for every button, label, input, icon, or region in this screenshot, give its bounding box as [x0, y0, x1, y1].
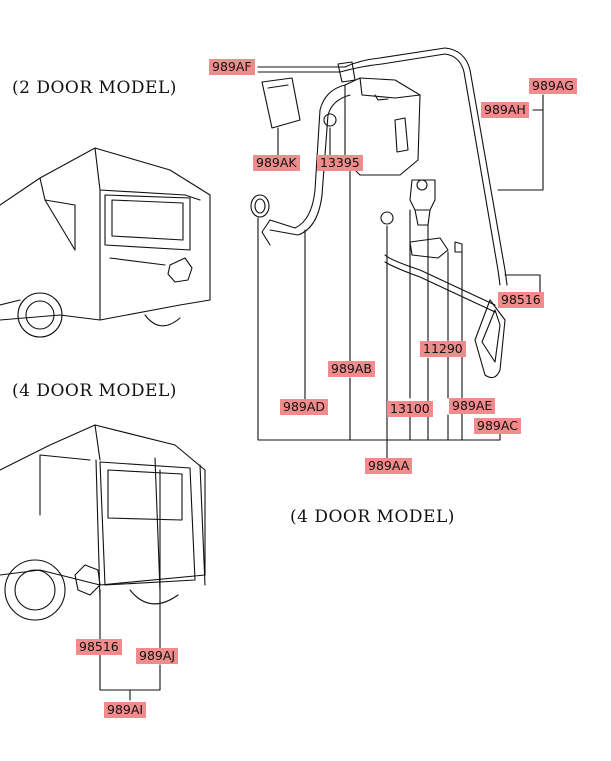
- callout-989AA: 989AA: [365, 458, 413, 474]
- callout-989AK: 989AK: [253, 155, 300, 171]
- vehicle-2door-sketch: [0, 147, 211, 338]
- callout-989AB: 989AB: [328, 361, 375, 377]
- caption-2-door-model: (2 DOOR MODEL): [12, 78, 177, 98]
- callout-989AI: 989AI: [104, 702, 147, 718]
- vehicle-4door-sketch: [0, 424, 206, 701]
- callout-989AE: 989AE: [449, 398, 496, 414]
- caption-4-door-model-left: (4 DOOR MODEL): [12, 381, 177, 401]
- callout-989AF: 989AF: [209, 59, 255, 75]
- callout-989AC: 989AC: [474, 418, 521, 434]
- callout-989AH: 989AH: [481, 102, 529, 118]
- caption-4-door-model-right: (4 DOOR MODEL): [290, 507, 455, 527]
- washer-assembly-sketch: [250, 47, 544, 459]
- callout-989AG: 989AG: [529, 78, 577, 94]
- callout-11290: 11290: [420, 341, 466, 357]
- callout-98516-right: 98516: [498, 292, 544, 308]
- callout-989AJ: 989AJ: [136, 648, 179, 664]
- callout-13100: 13100: [387, 401, 433, 417]
- callout-989AD: 989AD: [280, 399, 329, 415]
- callout-13395: 13395: [317, 155, 363, 171]
- callout-98516-left: 98516: [76, 639, 122, 655]
